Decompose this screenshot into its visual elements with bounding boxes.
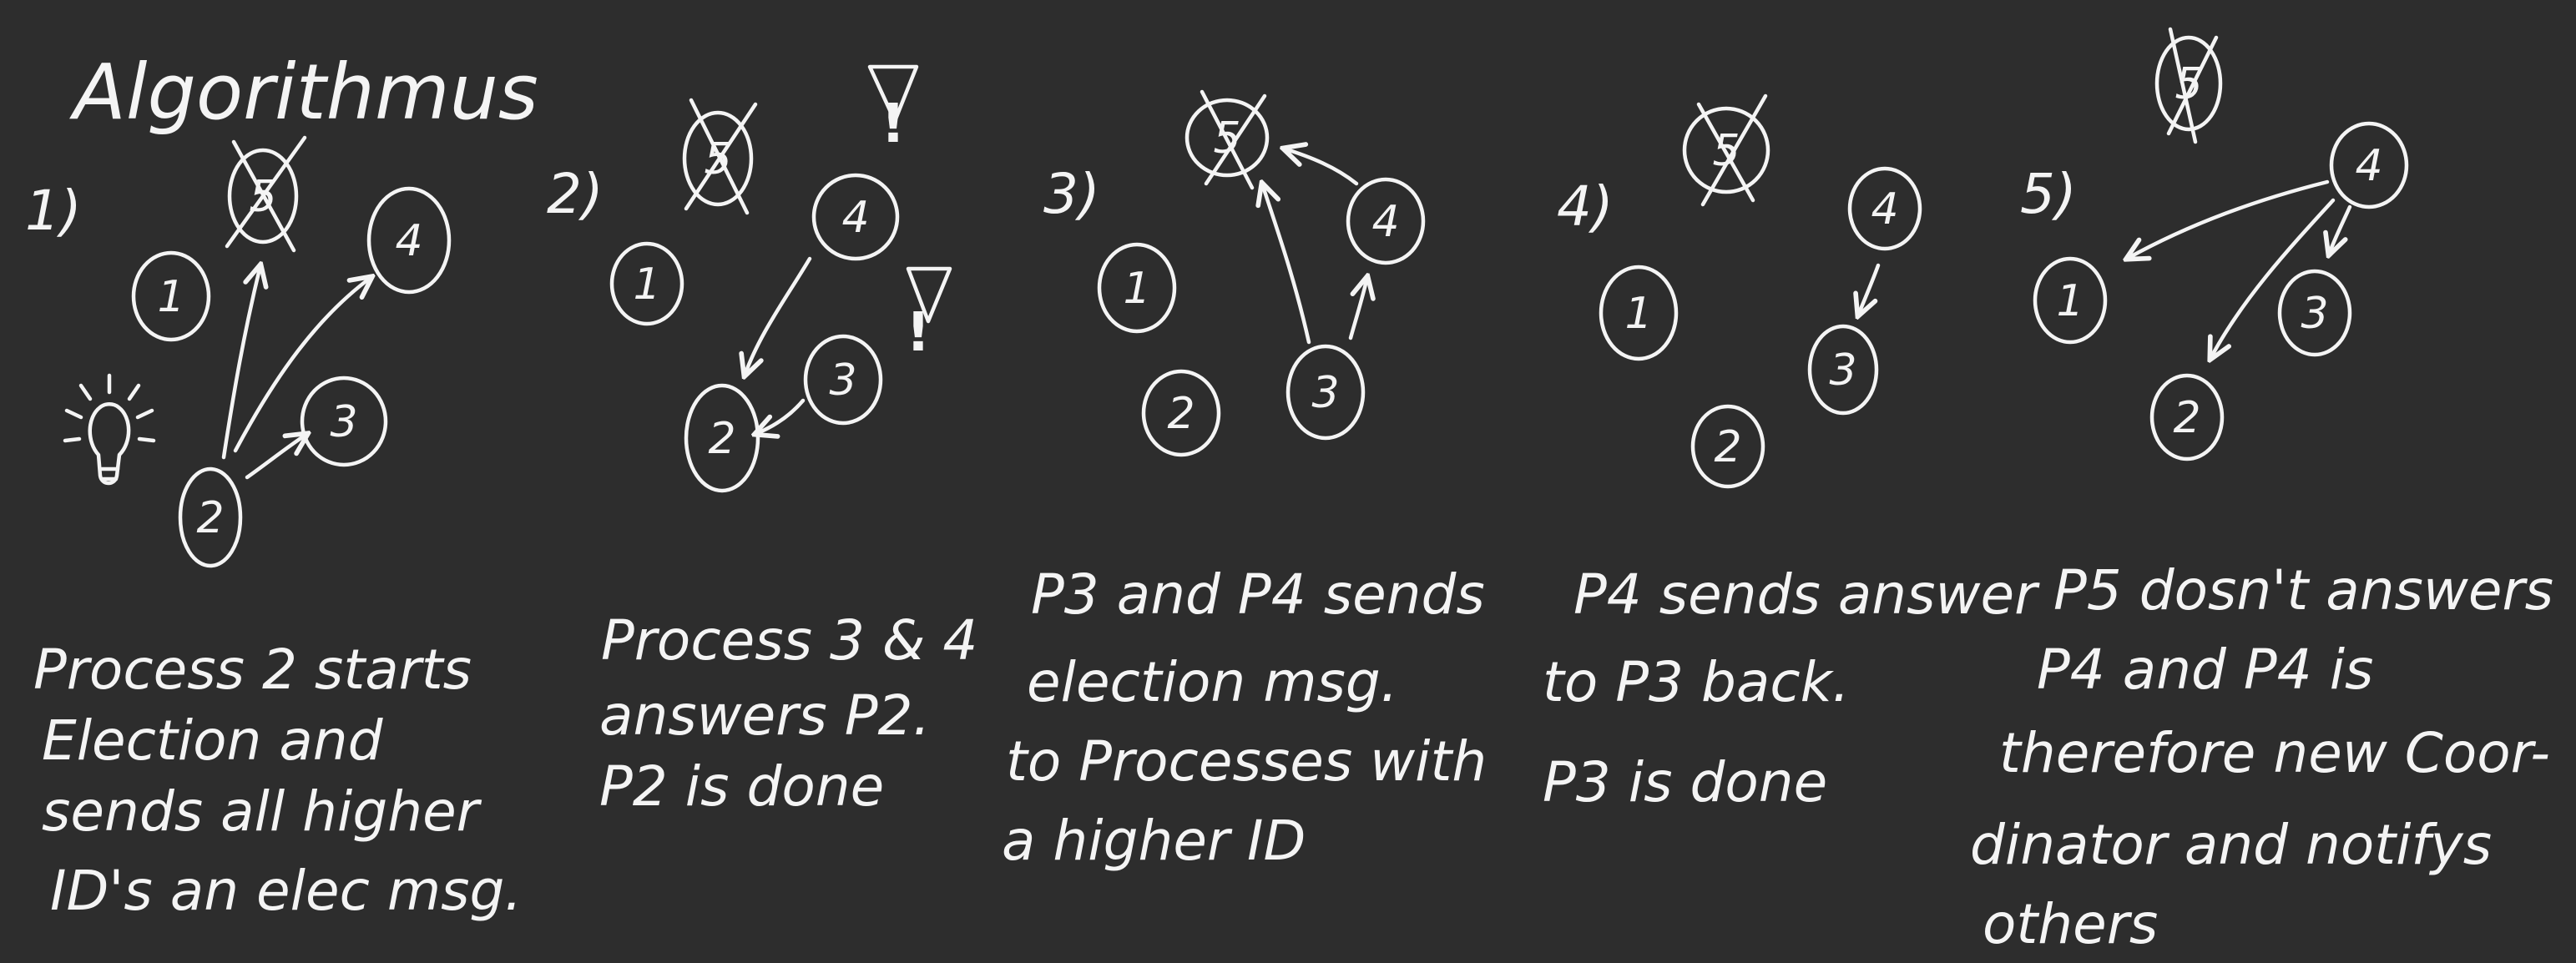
node-label: 3 [1311, 368, 1339, 418]
panel-2: 2) 1 2 3 4 5 ! ! [547, 64, 977, 819]
panel-3: 3) 1 2 3 4 5 P3 and P4 sends election ms… [1002, 89, 1487, 873]
node-label: 3 [829, 355, 856, 406]
arrow-4-to-3 [1858, 263, 1881, 315]
node-2: 2 [178, 466, 243, 568]
arrow-4-to-5 [1284, 149, 1359, 186]
caption-line: to P3 back. [1543, 650, 1850, 714]
step-number: 2) [547, 162, 604, 226]
node-1: 1 [2033, 256, 2108, 345]
arrow-4-to-2 [2210, 198, 2336, 359]
caption-line: others [1983, 892, 2158, 956]
warning-icon: ! [867, 64, 919, 155]
node-label: 1 [2056, 276, 2084, 326]
caption-line: P2 is done [599, 754, 884, 819]
panel-5: 5) 1 2 3 4 5 P5 dosn't answers P4 and P4… [1970, 27, 2553, 956]
node-5: 5 [2154, 27, 2223, 144]
cross-out-icon [2166, 27, 2219, 144]
lightbulb-icon [63, 373, 156, 486]
node-label: 2 [196, 493, 224, 543]
node-5: 5 [1682, 93, 1770, 207]
arrow-3-to-2 [755, 398, 806, 434]
node-label: 4 [1871, 184, 1898, 234]
arrow-3-to-5 [1262, 184, 1311, 345]
cross-out-icon [225, 135, 307, 253]
caption-line: answers P2. [599, 683, 931, 748]
caption-line: ID's an elec msg. [50, 859, 522, 923]
caption-line: P4 sends answer [1573, 562, 2040, 627]
node-3: 3 [1807, 324, 1879, 416]
caption-line: Process 3 & 4 [601, 608, 977, 673]
cross-out-icon [1200, 89, 1267, 190]
node-label: 4 [1371, 197, 1399, 247]
caption-line: therefore new Coor- [1999, 721, 2550, 785]
node-3: 3 [300, 376, 388, 467]
caption-line: a higher ID [1002, 809, 1306, 873]
node-label: 2 [2173, 393, 2200, 443]
caption-line: sends all higher [42, 779, 482, 844]
arrow-4-to-1 [2127, 179, 2330, 259]
warning-icon: ! [906, 266, 952, 364]
arrow-4-to-3 [2329, 204, 2352, 255]
caption-line: Process 2 starts [33, 638, 472, 702]
node-label: 3 [1829, 345, 1856, 396]
node-label: 1 [633, 260, 660, 310]
caption-line: P5 dosn't answers [2053, 558, 2553, 623]
node-4: 4 [1346, 177, 1426, 265]
warning-mark: ! [881, 93, 905, 155]
node-1: 1 [1097, 242, 1177, 334]
node-4: 4 [366, 186, 452, 295]
caption-line: P4 and P4 is [2037, 638, 2373, 702]
node-2: 2 [2149, 373, 2225, 461]
step-number: 3) [1043, 162, 1100, 226]
node-4: 4 [811, 173, 900, 261]
node-label: 3 [330, 397, 357, 447]
caption-line: P3 is done [1543, 750, 1827, 814]
node-label: 1 [157, 272, 184, 322]
caption-line: dinator and notifys [1970, 813, 2492, 877]
node-label: 2 [1714, 422, 1741, 472]
node-label: 2 [708, 414, 735, 464]
node-4: 4 [1847, 166, 1922, 251]
cross-out-icon [1696, 93, 1768, 207]
step-number: 5) [2020, 162, 2077, 226]
caption-line: election msg. [1027, 650, 1398, 714]
arrow-2-to-4 [233, 277, 371, 453]
caption-line: to Processes with [1006, 729, 1487, 794]
node-label: 2 [1167, 389, 1195, 439]
step-number: 4) [1557, 174, 1614, 239]
step-number: 1) [25, 179, 82, 243]
node-5: 5 [225, 135, 307, 253]
panel-1: 1) 1 2 3 4 5 Process 2 s [25, 135, 522, 923]
node-label: 3 [2301, 289, 2328, 339]
node-2: 2 [1690, 404, 1765, 489]
node-1: 1 [1599, 265, 1679, 361]
arrow-4-to-2 [745, 256, 812, 376]
node-label: 1 [1123, 264, 1150, 314]
arrow-2-to-3 [245, 434, 307, 480]
node-2: 2 [684, 383, 760, 493]
node-5: 5 [682, 98, 758, 215]
arrow-3-to-4 [1348, 277, 1367, 340]
cross-out-icon [684, 98, 758, 215]
node-1: 1 [131, 250, 211, 342]
node-label: 4 [395, 216, 422, 266]
node-3: 3 [1285, 344, 1366, 441]
node-label: 1 [1624, 289, 1652, 339]
board-title: Algorithmus [69, 48, 538, 137]
node-label: 4 [2355, 141, 2382, 191]
node-1: 1 [609, 241, 684, 326]
node-3: 3 [803, 334, 883, 426]
node-3: 3 [2277, 269, 2352, 357]
arrow-2-to-5 [221, 265, 260, 460]
panel-4: 4) 1 2 3 4 5 P4 sends answer to P3 back.… [1543, 93, 2040, 814]
node-2: 2 [1141, 369, 1221, 457]
caption-line: Election and [42, 708, 384, 773]
node-4: 4 [2329, 121, 2409, 209]
node-label: 4 [841, 193, 869, 243]
caption-line: P3 and P4 sends [1031, 562, 1485, 627]
node-5: 5 [1184, 89, 1270, 190]
warning-mark: ! [906, 302, 930, 364]
